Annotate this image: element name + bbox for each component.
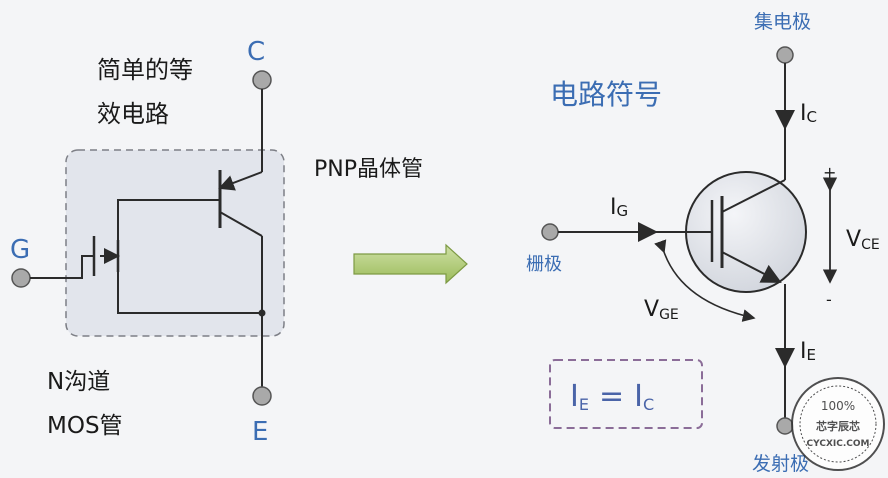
gate-label: 栅极	[526, 254, 562, 275]
right-arrow-icon	[353, 243, 468, 285]
terminal-e-label: E	[252, 417, 268, 447]
terminal-c-label: C	[247, 37, 265, 67]
collector-terminal-dot	[776, 46, 794, 64]
equivalent-title-line2: 效电路	[97, 100, 169, 128]
vce-minus: -	[826, 290, 832, 309]
pnp-collector-leg	[219, 211, 263, 237]
equivalent-title-line1: 简单的等	[97, 56, 193, 84]
terminal-g-dot	[11, 268, 31, 288]
vge-arrow	[654, 239, 756, 322]
collector-inner-leg	[721, 179, 786, 213]
gate-wire	[30, 255, 94, 279]
ig-label: IG	[610, 195, 628, 220]
pnp-label: PNP晶体管	[314, 157, 423, 182]
mos-source-wire	[117, 272, 262, 314]
ic-label: IC	[800, 101, 817, 126]
equation-box	[549, 359, 703, 429]
vge-label: VGE	[644, 297, 679, 323]
collector-to-emitter-pnp	[218, 171, 263, 191]
emitter-terminal-dot	[776, 417, 794, 435]
channel-label-line1: N沟道	[47, 369, 110, 395]
symbol-title: 电路符号	[550, 78, 662, 111]
watermark-name: 芯字辰芯	[816, 419, 860, 433]
vce-label: VCE	[846, 227, 880, 253]
terminal-g-label: G	[10, 235, 30, 265]
mos-drain-wire	[117, 199, 220, 256]
equation-text: IE=IC	[570, 379, 654, 414]
collector-label: 集电极	[754, 11, 811, 33]
equivalent-circuit: 简单的等 效电路 C PNP晶体管 G E N沟道 MOS管	[10, 37, 423, 447]
equivalent-dashed-box	[65, 149, 285, 337]
watermark-site: CYCXIC.COM	[807, 439, 870, 449]
ie-label: IE	[800, 339, 816, 364]
emitter-label: 发射极	[752, 453, 809, 475]
channel-label-line2: MOS管	[47, 413, 123, 439]
terminal-c-dot	[252, 70, 272, 90]
watermark-seal-icon: 100% 芯字辰芯 CYCXIC.COM	[791, 377, 885, 471]
circuit-symbol: 电路符号 集电极 IC 栅极 IG + - VCE VGE IE 发射极	[526, 11, 880, 475]
gate-terminal-dot	[541, 223, 559, 241]
watermark-percent: 100%	[821, 399, 855, 413]
vce-plus: +	[823, 163, 836, 182]
terminal-e-dot	[252, 386, 272, 406]
